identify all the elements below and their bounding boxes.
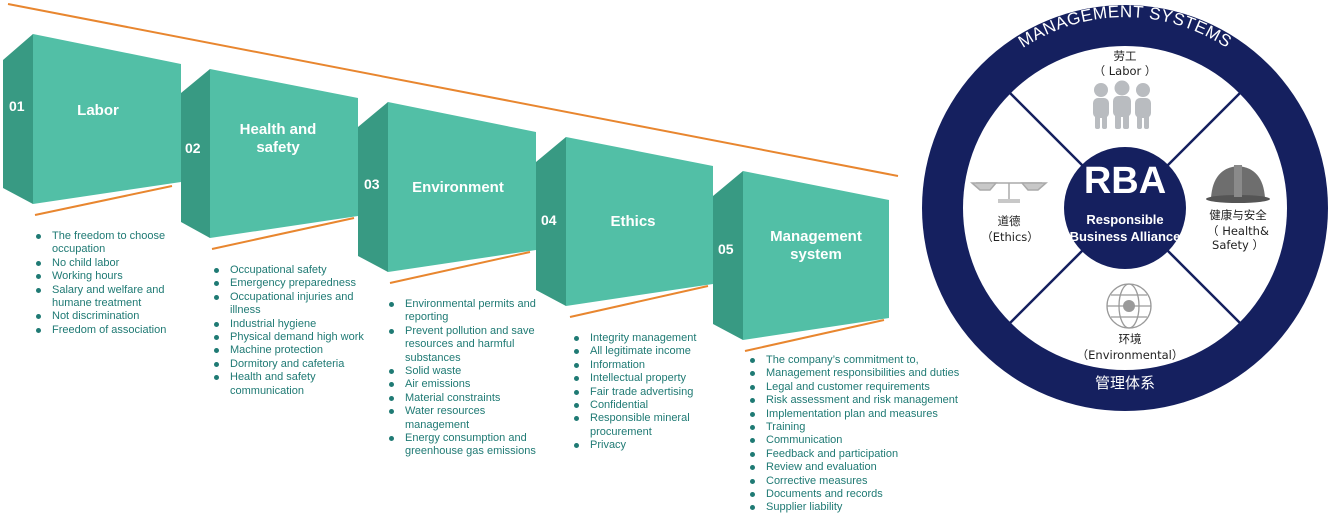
list-item: All legitimate income [572,345,722,358]
list-item: Health and safety communication [212,371,372,398]
step-title-ethics: Ethics [610,213,656,230]
labor-cn-label: 劳工 [1113,49,1137,63]
list-item: Supplier liability [748,501,984,514]
management-wheel: MANAGEMENT SYSTEMS [922,2,1328,411]
center-circle [1064,147,1186,269]
list-item: Prevent pollution and save resources and… [387,325,547,365]
list-item: Confidential [572,399,722,412]
list-item: Fair trade advertising [572,386,722,399]
health-en-label-2: Safety ） [1212,238,1264,252]
list-item: No child labor [34,257,184,270]
list-item: Freedom of association [34,324,184,337]
step-panel-ethics [536,137,713,318]
helmet-icon [1206,165,1270,203]
rba-subtitle-2: Business Alliance [1069,229,1181,244]
list-item: Material constraints [387,392,547,405]
list-item: Management responsibilities and duties [748,367,984,380]
management-system-cn-label: 管理体系 [1094,374,1155,392]
list-item: Review and evaluation [748,461,984,474]
step-number: 03 [364,176,380,192]
list-item: Corrective measures [748,475,984,488]
list-item: Risk assessment and risk management [748,394,984,407]
environment-cn-label: 环境 [1118,332,1142,346]
rba-subtitle-1: Responsible [1086,212,1164,227]
step-title-management-system: Management system [770,228,862,263]
list-item: Environmental permits and reporting [387,298,547,325]
list-item: Energy consumption and greenhouse gas em… [387,432,547,459]
step-title-labor: Labor [77,102,119,119]
health-cn-label: 健康与安全 [1209,208,1267,222]
list-item: Industrial hygiene [212,318,372,331]
list-item: Working hours [34,270,184,283]
list-item: Water resources management [387,405,547,432]
list-item: Information [572,359,722,372]
step-title-health-safety: Health and safety [239,121,317,156]
list-item: Emergency preparedness [212,277,372,290]
step-panel-management-system [713,171,889,352]
list-item: Intellectual property [572,372,722,385]
list-item: Occupational injuries and illness [212,291,372,318]
people-icon [1093,80,1151,129]
list-item: Implementation plan and measures [748,408,984,421]
step-number: 01 [9,98,25,114]
list-item: Air emissions [387,378,547,391]
step-panel-labor [3,34,181,216]
labor-en-label: （ Labor ） [1093,64,1157,78]
list-item: Solid waste [387,365,547,378]
step-number: 02 [185,140,201,156]
management-system-list: The company’s commitment to,Management r… [748,354,984,515]
list-item: Machine protection [212,344,372,357]
list-item: Responsible mineral procurement [572,412,722,439]
top-diagonal-line [7,3,899,177]
step-panel-environment [358,102,536,284]
list-item: Physical demand high work [212,331,372,344]
ethics-en-label: （Ethics） [981,230,1039,244]
list-item: Salary and welfare and humane treatment [34,284,184,311]
scales-icon [970,182,1048,203]
step-panel-health-safety [181,69,358,250]
list-item: Not discrimination [34,310,184,323]
list-item: Feedback and participation [748,448,984,461]
list-item: Documents and records [748,488,984,501]
globe-icon [1106,283,1152,329]
list-item: Integrity management [572,332,722,345]
list-item: Communication [748,434,984,447]
step-title-environment: Environment [412,179,504,196]
ethics-cn-label: 道德 [997,214,1021,228]
list-item: Privacy [572,439,722,452]
step-number: 04 [541,212,557,228]
list-item: Occupational safety [212,264,372,277]
step-number: 05 [718,241,734,257]
environment-en-label: （Environmental） [1076,348,1184,362]
list-item: The company’s commitment to, [748,354,984,367]
rba-title: RBA [1083,160,1167,202]
list-item: Training [748,421,984,434]
health-en-label-1: （ Health& [1207,224,1269,238]
list-item: Legal and customer requirements [748,381,984,394]
list-item: Dormitory and cafeteria [212,358,372,371]
list-item: The freedom to choose occupation [34,230,184,257]
